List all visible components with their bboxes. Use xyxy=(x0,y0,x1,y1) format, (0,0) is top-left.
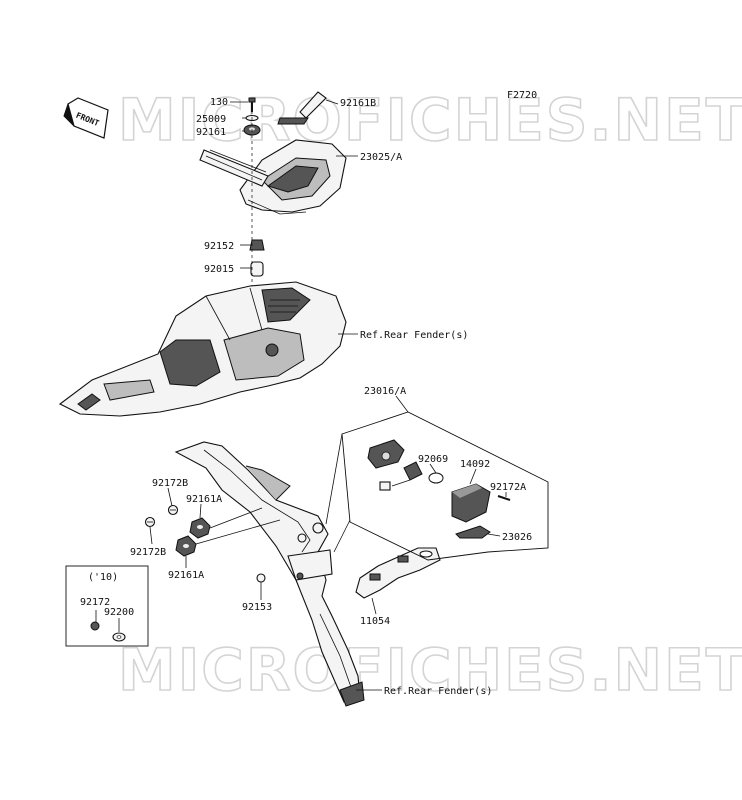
label-92200: 92200 xyxy=(104,607,134,618)
label-92015: 92015 xyxy=(204,264,234,275)
bulb-92069 xyxy=(428,472,444,484)
leader-lines xyxy=(95,99,507,691)
label-25009: 25009 xyxy=(196,114,226,125)
seat-cover-23025A xyxy=(199,139,347,215)
label-92161B: 92161B xyxy=(340,98,376,109)
label-23026: 23026 xyxy=(502,532,532,543)
label-92172A: 92172A xyxy=(490,482,526,493)
label-92153: 92153 xyxy=(242,602,272,613)
bulb-socket-92069 xyxy=(379,461,423,491)
washer-92200 xyxy=(112,632,126,642)
rear-fender-upper xyxy=(58,281,347,417)
taillight-box xyxy=(341,411,549,561)
grommet-92152 xyxy=(249,239,265,251)
label-92172: 92172 xyxy=(80,597,110,608)
screw-92172 xyxy=(90,621,100,631)
clip-92161B xyxy=(277,91,327,125)
watermark-bottom: MICROFICHES.NET xyxy=(118,636,742,704)
screw-92172B-top xyxy=(167,504,179,516)
front-arrow-icon: FRONT xyxy=(63,97,109,139)
label-92069: 92069 xyxy=(418,454,448,465)
variant-box xyxy=(65,565,149,647)
license-bracket xyxy=(174,441,365,707)
grommet-92161A-bottom xyxy=(175,535,197,557)
label-23025A: 23025/A xyxy=(360,152,402,163)
watermark-top: MICROFICHES.NET xyxy=(118,86,742,154)
label-23016A: 23016/A xyxy=(364,386,406,397)
label-ref-rear-fender-lower: Ref.Rear Fender(s) xyxy=(384,686,492,697)
label-92161A-bottom: 92161A xyxy=(168,570,204,581)
variant-note: ('10) xyxy=(88,572,118,583)
label-130: 130 xyxy=(210,97,228,108)
bracket-11054 xyxy=(355,547,441,599)
socket-housing xyxy=(367,439,405,469)
screw-92153 xyxy=(256,573,266,583)
grommet-92161A-top xyxy=(189,517,211,539)
label-11054: 11054 xyxy=(360,616,390,627)
figure-code: F2720 xyxy=(507,90,537,101)
label-14092: 14092 xyxy=(460,459,490,470)
label-92152: 92152 xyxy=(204,241,234,252)
label-92172B-top: 92172B xyxy=(152,478,188,489)
label-92172B-bottom: 92172B xyxy=(130,547,166,558)
collar-92015 xyxy=(250,261,264,277)
label-ref-rear-fender-upper: Ref.Rear Fender(s) xyxy=(360,330,468,341)
label-92161A-top: 92161A xyxy=(186,494,222,505)
screw-92172A xyxy=(497,495,511,501)
screw-92172B-bottom xyxy=(144,516,156,528)
lamp-lens-14092 xyxy=(451,483,491,523)
label-92161: 92161 xyxy=(196,127,226,138)
cover-23026 xyxy=(455,525,491,539)
